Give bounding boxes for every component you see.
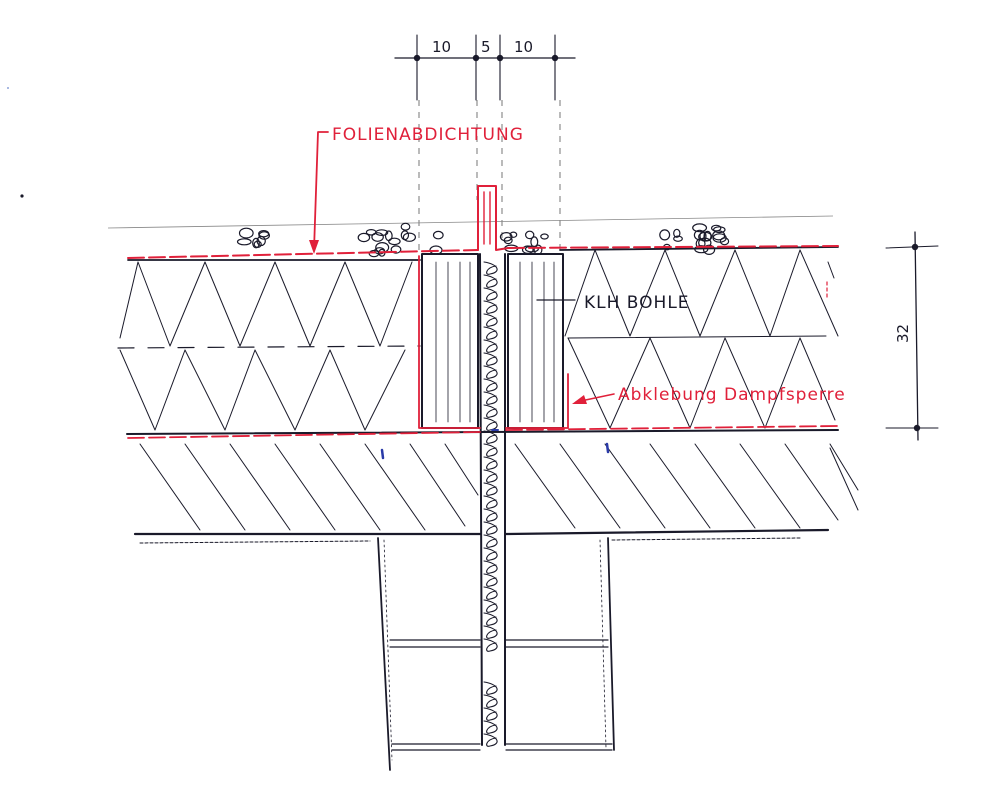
- dimension-10-right: 10: [514, 38, 533, 56]
- height-dimension-label: 32: [894, 324, 912, 343]
- membrane-label: FOLIENABDICHTUNG: [332, 125, 524, 145]
- supporting-wall-right: [505, 537, 615, 751]
- gravel-stone: [371, 232, 384, 242]
- gravel-stone: [236, 238, 252, 246]
- joint-filling-loop: [483, 443, 498, 457]
- height-dimension: [885, 231, 939, 441]
- joint-filling-loop: [483, 339, 498, 353]
- gravel-stone: [702, 244, 716, 255]
- joint-filling-loop: [483, 720, 498, 734]
- dimension-5: 5: [481, 38, 491, 56]
- joint-filling-loop: [483, 573, 498, 587]
- joint-filling-loop: [483, 508, 498, 522]
- gravel-stone: [698, 231, 713, 242]
- joint-filling-loop: [483, 625, 498, 639]
- gravel-stone: [388, 237, 401, 246]
- vapour-leader: [572, 393, 615, 404]
- joint-filling-loop: [483, 547, 498, 561]
- gravel-stone: [432, 230, 444, 240]
- joint-filling-loop: [483, 417, 498, 431]
- gravel-stone: [384, 230, 393, 242]
- joint-filling-loop: [483, 482, 498, 496]
- gravel-top-line: [107, 215, 834, 229]
- supporting-wall-left: [377, 537, 481, 771]
- gravel-stone: [402, 232, 416, 242]
- joint-filling-loop: [483, 694, 498, 708]
- gravel-stone: [400, 222, 411, 231]
- gravel-stone: [712, 226, 726, 234]
- joint-filling-loop: [483, 560, 498, 574]
- klh-beam-left: [421, 253, 479, 429]
- gravel-stone: [673, 228, 681, 238]
- gravel-stone: [540, 233, 549, 240]
- gravel-stone: [524, 245, 539, 253]
- gravel-stone: [712, 230, 726, 241]
- waterproofing-membrane: [127, 185, 839, 259]
- gravel-stone: [400, 230, 410, 241]
- joint-filling-loop: [483, 733, 498, 747]
- joint-filling-loop: [483, 287, 498, 301]
- joint-filling-loop: [483, 313, 498, 327]
- vapour-label: Abklebung Dampfsperre: [618, 385, 846, 405]
- gravel-stone: [659, 229, 671, 241]
- joint-filling-loop: [483, 378, 498, 392]
- gravel-stone: [673, 235, 683, 242]
- joint-filling-loop: [483, 456, 498, 470]
- joint-filling-loop: [483, 365, 498, 379]
- joint-filling-loop: [483, 534, 498, 548]
- gravel-stone: [711, 224, 722, 232]
- gravel-stone: [692, 223, 708, 233]
- joint-filling-loop: [483, 681, 498, 695]
- joint-filling-loop: [483, 495, 498, 509]
- joint-gap: [479, 253, 506, 746]
- gravel-stone: [525, 230, 535, 240]
- concrete-slab: [133, 443, 859, 544]
- dimension-10-left: 10: [432, 38, 451, 56]
- joint-filling-loop: [483, 404, 498, 418]
- joint-filling-loop: [483, 430, 498, 444]
- gravel-stone: [258, 231, 270, 240]
- vapour-barrier: [127, 255, 839, 439]
- klh-beam-right: [507, 253, 564, 429]
- joint-filling-loop: [483, 599, 498, 613]
- insulation-layer: [117, 246, 839, 435]
- joint-filling-loop: [483, 274, 498, 288]
- gravel-stone: [719, 237, 730, 246]
- gravel-stone: [357, 232, 371, 243]
- joint-filling-loop: [483, 638, 498, 652]
- joint-filling-loop: [483, 261, 498, 275]
- gravel-stone: [238, 227, 254, 239]
- joint-filling-loop: [483, 612, 498, 626]
- projection-lines: [418, 100, 561, 255]
- joint-filling-loop: [483, 586, 498, 600]
- joint-filling-loop: [483, 391, 498, 405]
- joint-filling-loop: [483, 521, 498, 535]
- gravel-stone: [390, 245, 402, 254]
- joint-filling: [483, 261, 498, 747]
- top-dimension-chain: 10 5 10: [394, 34, 576, 101]
- membrane-leader: [309, 131, 329, 254]
- joint-filling-loop: [483, 469, 498, 483]
- gravel-stone: [252, 237, 260, 249]
- gravel-stone: [503, 236, 513, 245]
- joint-filling-loop: [483, 326, 498, 340]
- joint-filling-loop: [483, 352, 498, 366]
- joint-filling-loop: [483, 707, 498, 721]
- joint-filling-loop: [483, 300, 498, 314]
- beam-label: KLH BOHLE: [584, 293, 690, 313]
- gravel-stone: [509, 231, 518, 238]
